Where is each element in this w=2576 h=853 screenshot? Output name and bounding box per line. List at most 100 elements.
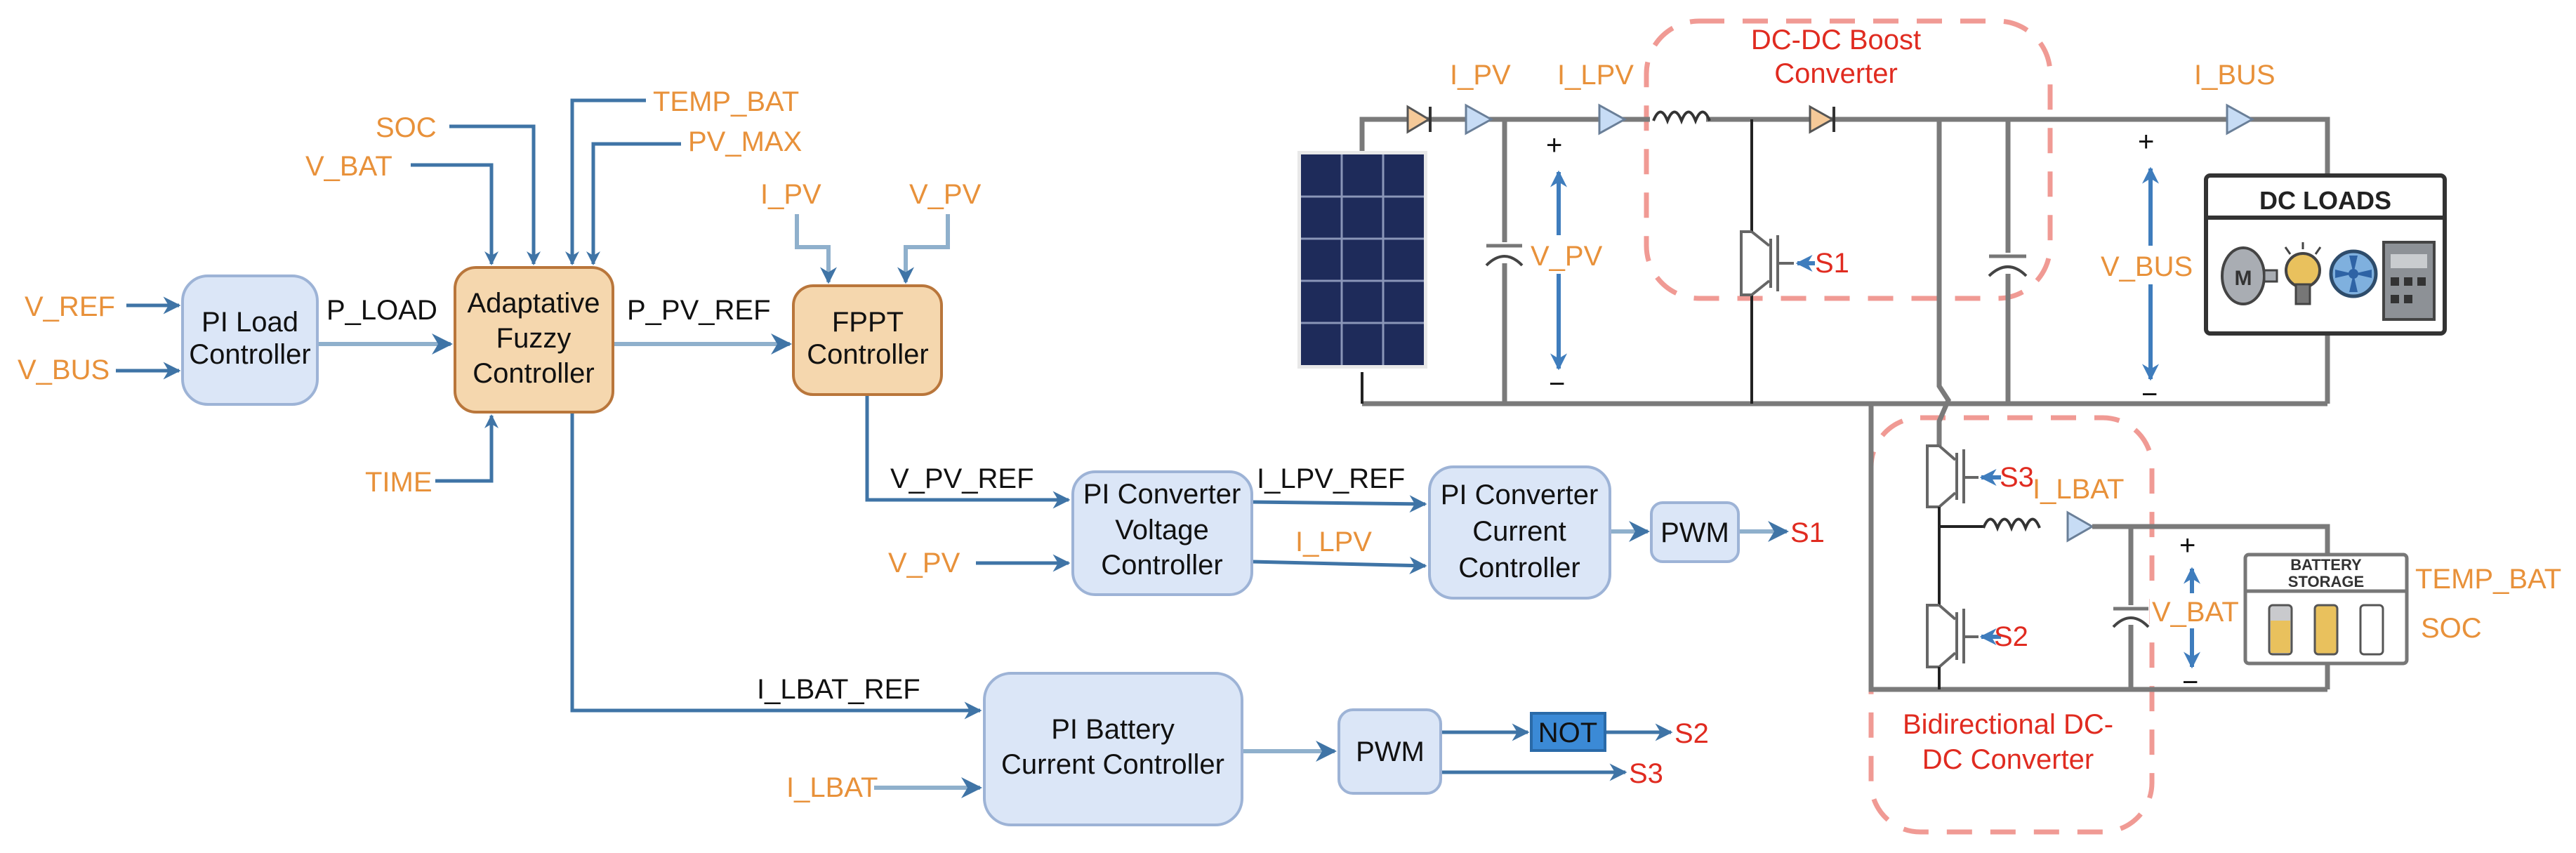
boost-converter-region <box>1644 18 2053 301</box>
meas-i-pv: I_PV <box>1450 60 1511 91</box>
output-s2: S2 <box>1675 718 1709 749</box>
meas-i-bus: I_BUS <box>2194 60 2276 91</box>
wire-time <box>435 414 498 483</box>
v-bat-label-bg <box>2150 593 2245 628</box>
pwm-block-1[interactable]: PWM <box>1650 501 1740 563</box>
signal-p-pv-ref: P_PV_REF <box>627 295 771 326</box>
i-lbat-sensor-icon <box>2066 510 2095 543</box>
light-bulb-icon <box>2284 242 2322 305</box>
pi-converter-current-controller[interactable]: PI Converter Current Controller <box>1428 465 1611 600</box>
meas-v-bat: V_BAT <box>2152 597 2239 628</box>
motor-icon: M <box>2221 246 2278 305</box>
wire-v-pv-ref <box>865 395 1071 509</box>
label-time: TIME <box>365 467 432 498</box>
v-pv-label-bg <box>1527 235 1594 274</box>
battery-cell-partial-icon <box>2268 604 2293 656</box>
output-s3: S3 <box>1629 758 1663 789</box>
label-pv-max: PV_MAX <box>688 126 802 157</box>
signal-p-load: P_LOAD <box>326 295 437 326</box>
adaptive-fuzzy-controller[interactable]: Adaptative Fuzzy Controller <box>454 266 614 414</box>
s2-igbt-icon <box>1926 604 1979 668</box>
meas-temp-bat: TEMP_BAT <box>2415 564 2561 595</box>
solar-panel-icon <box>1297 151 1427 369</box>
switch-s3: S3 <box>2000 462 2034 493</box>
battery-cell-empty-icon <box>2359 604 2384 656</box>
fuzzy-line1: Adaptative <box>467 288 600 319</box>
i-bus-sensor-icon <box>2226 103 2255 135</box>
wire-pv-max <box>586 142 681 265</box>
label-temp-bat: TEMP_BAT <box>653 86 799 117</box>
control-panel-icon <box>2382 241 2436 321</box>
fppt-line2: Controller <box>807 339 928 370</box>
pwm2-label: PWM <box>1356 736 1425 767</box>
pi-battery-current-controller[interactable]: PI Battery Current Controller <box>983 672 1243 826</box>
label-i-pv-fppt: I_PV <box>760 179 821 210</box>
v-bat-minus: − <box>2182 667 2198 698</box>
meas-i-lpv: I_LPV <box>1557 60 1634 91</box>
label-v-pv-fppt: V_PV <box>909 179 982 210</box>
output-s1: S1 <box>1790 517 1825 548</box>
fan-icon <box>2329 249 2378 298</box>
bidir-label-line1: Bidirectional DC- <box>1903 709 2113 740</box>
v-pv-minus: − <box>1549 369 1565 399</box>
pib-line1: PI Battery <box>1051 714 1175 745</box>
label-v-bat: V_BAT <box>305 151 392 182</box>
wire-v-pv-fppt <box>897 214 950 284</box>
label-v-pv: V_PV <box>888 548 960 578</box>
pwm1-label: PWM <box>1660 517 1729 548</box>
i-lpv-sensor-icon <box>1598 103 1627 135</box>
signal-i-lpv-ref: I_LPV_REF <box>1257 463 1405 494</box>
wire-i-lpv-ref <box>1251 495 1427 513</box>
battery-pos-rail <box>2092 524 2330 555</box>
bus-capacitor-icon <box>1988 119 2028 404</box>
fuzzy-line2: Fuzzy <box>496 323 572 354</box>
dc-loads: DC LOADS M <box>2204 173 2447 336</box>
dc-loads-title: DC LOADS <box>2259 186 2391 215</box>
label-i-lbat: I_LBAT <box>786 772 878 803</box>
wire-temp-bat <box>565 98 646 265</box>
battery-storage: BATTERY STORAGE <box>2243 553 2409 666</box>
v-pv-plus: + <box>1546 130 1562 161</box>
pi-load-controller[interactable]: PI Load Controller <box>181 275 319 406</box>
s1-igbt-icon <box>1740 230 1794 296</box>
meas-i-lbat: I_LBAT <box>2033 474 2124 505</box>
battery-inductor-icon <box>1982 517 2041 532</box>
bidirectional-converter-region <box>1868 415 2155 835</box>
signal-i-lbat-ref: I_LBAT_REF <box>757 674 920 705</box>
signal-v-pv-ref: V_PV_REF <box>890 463 1034 494</box>
pwm-block-2[interactable]: PWM <box>1337 708 1442 795</box>
battery-cell-full-icon <box>2313 604 2339 656</box>
not-gate[interactable]: NOT <box>1530 712 1606 752</box>
fppt-line1: FPPT <box>832 307 904 338</box>
bidir-left-wire <box>1868 404 1962 692</box>
i-pv-sensor-icon <box>1465 103 1494 135</box>
motor-label: M <box>2235 267 2252 290</box>
pi-converter-voltage-controller[interactable]: PI Converter Voltage Controller <box>1071 470 1253 596</box>
v-bus-minus: − <box>2141 379 2158 410</box>
pcv-line2: Voltage <box>1115 515 1208 545</box>
meas-v-pv: V_PV <box>1531 241 1603 272</box>
v-bat-plus: + <box>2179 530 2195 561</box>
battery-title-line2: STORAGE <box>2288 573 2364 590</box>
boost-label-line1: DC-DC Boost <box>1751 25 1921 55</box>
pi-load-line1: PI Load <box>202 307 298 338</box>
label-v-bus: V_BUS <box>18 355 110 385</box>
power-circuit: DC-DC Boost Converter Bidirectional DC- … <box>1297 18 2561 835</box>
wire-soc <box>449 124 541 265</box>
label-soc: SOC <box>376 112 437 143</box>
pcv-line3: Controller <box>1101 550 1222 581</box>
boost-inductor-icon <box>1650 105 1711 126</box>
pcc-line3: Controller <box>1458 553 1580 583</box>
battery-title-line1: BATTERY <box>2290 556 2362 574</box>
battery-capacitor-icon <box>2112 527 2150 692</box>
label-v-ref: V_REF <box>25 291 115 322</box>
control-section: V_REF V_BUS SOC V_BAT TEMP_BAT PV_MAX TI… <box>18 86 1825 826</box>
pv-diode-icon <box>1406 105 1432 134</box>
pcv-line1: PI Converter <box>1083 479 1241 510</box>
boost-diode-icon <box>1809 105 1835 134</box>
wire-i-pv-fppt <box>795 214 837 284</box>
bidir-link-wire <box>1936 119 1951 446</box>
fppt-controller[interactable]: FPPT Controller <box>792 284 943 396</box>
pi-load-line2: Controller <box>189 339 310 370</box>
